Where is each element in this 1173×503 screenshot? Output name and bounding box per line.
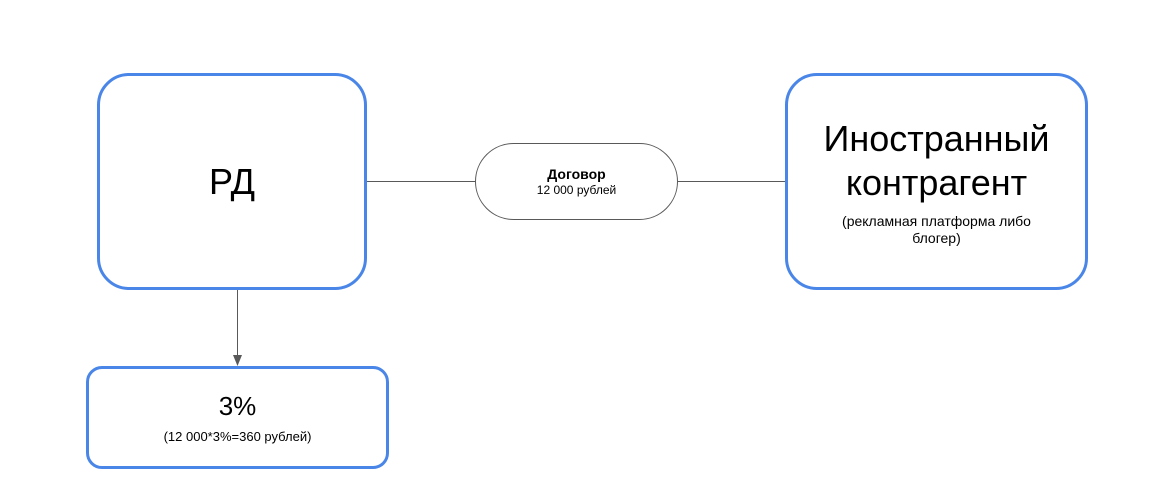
foreign-counterparty-node: Иностранный контрагент (рекламная платфо… — [785, 73, 1088, 290]
tax-node: 3% (12 000*3%=360 рублей) — [86, 366, 389, 469]
arrowhead-rd-to-tax — [233, 355, 242, 366]
contract-label: Договор — [547, 165, 606, 182]
contract-amount: 12 000 рублей — [536, 182, 617, 197]
tax-node-title: 3% — [218, 390, 257, 421]
foreign-counterparty-title: Иностранный контрагент — [823, 117, 1050, 203]
foreign-counterparty-subtitle: (рекламная платформа либо блогер) — [842, 212, 1031, 246]
contract-node: Договор 12 000 рублей — [475, 143, 678, 220]
tax-node-subtitle: (12 000*3%=360 рублей) — [163, 428, 312, 444]
rd-node: РД — [97, 73, 367, 290]
rd-node-title: РД — [209, 160, 255, 202]
